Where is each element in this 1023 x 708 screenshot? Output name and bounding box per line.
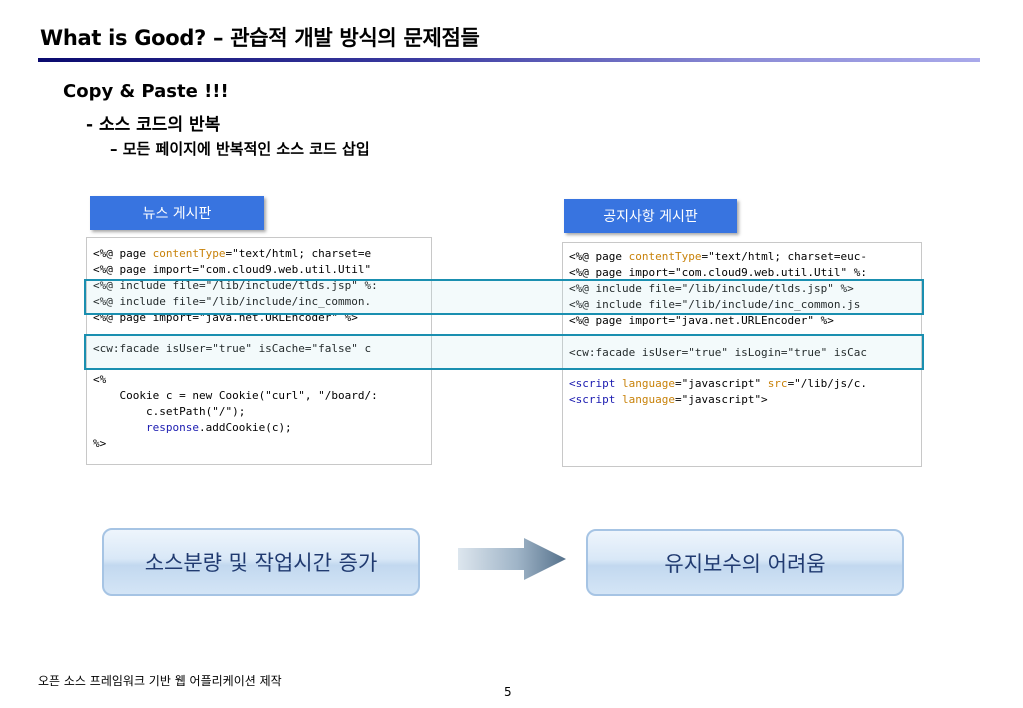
code-line: <%@ page contentType="text/html; charset… — [93, 247, 372, 260]
code-line: <% — [93, 373, 107, 386]
code-line: <cw:facade isUser="true" isCache="false"… — [93, 342, 372, 355]
code-line: Cookie c = new Cookie("curl", "/board/: — [93, 389, 378, 402]
news-board-label: 뉴스 게시판 — [90, 196, 264, 230]
code-line: <script language="javascript"> — [569, 393, 768, 406]
code-line: <%@ include file="/lib/include/tlds.jsp"… — [93, 279, 378, 292]
slide-title: What is Good? – 관습적 개발 방식의 문제점들 — [40, 26, 480, 50]
page-number: 5 — [504, 685, 512, 699]
heading-repeated-insertion: – 모든 페이지에 반복적인 소스 코드 삽입 — [110, 140, 370, 158]
include-highlight-box — [84, 279, 924, 315]
code-line: <%@ include file="/lib/include/inc_commo… — [569, 298, 861, 311]
code-line: <%@ page import="com.cloud9.web.util.Uti… — [569, 266, 868, 279]
title-underline — [38, 58, 980, 62]
news-board-code-panel: <%@ page contentType="text/html; charset… — [86, 237, 432, 465]
code-line: response.addCookie(c); — [145, 421, 292, 434]
footer-text: 오픈 소스 프레임워크 기반 웹 어플리케이션 제작 — [38, 674, 282, 688]
code-line: <%@ page import="java.net.URLEncoder" %> — [569, 314, 834, 327]
code-line: <%@ include file="/lib/include/inc_commo… — [93, 295, 372, 308]
heading-copy-paste: Copy & Paste !!! — [63, 81, 229, 102]
right-arrow-icon — [458, 538, 566, 580]
code-line: %> — [93, 437, 107, 450]
heading-source-repetition: - 소스 코드의 반복 — [86, 115, 221, 135]
code-line: <%@ page contentType="text/html; charset… — [569, 250, 868, 263]
code-line: <cw:facade isUser="true" isLogin="true" … — [569, 346, 868, 359]
code-line: <%@ page import="com.cloud9.web.util.Uti… — [93, 263, 372, 276]
source-volume-increase-box: 소스분량 및 작업시간 증가 — [102, 528, 420, 596]
facade-highlight-box — [84, 334, 924, 370]
code-line: <%@ include file="/lib/include/tlds.jsp"… — [569, 282, 854, 295]
notice-board-label: 공지사항 게시판 — [564, 199, 737, 233]
code-line: <script language="javascript" src="/lib/… — [569, 377, 868, 390]
code-line: c.setPath("/"); — [93, 405, 246, 418]
maintenance-difficulty-box: 유지보수의 어려움 — [586, 529, 904, 596]
